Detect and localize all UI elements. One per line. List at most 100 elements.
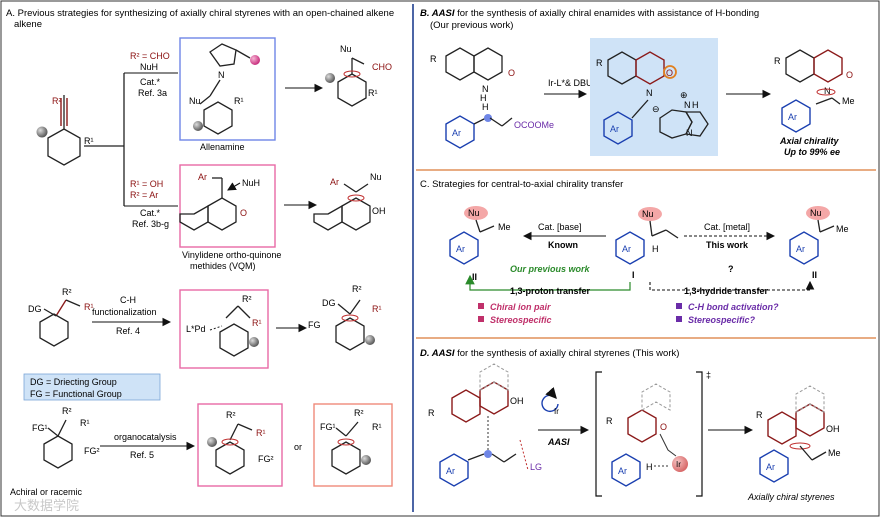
route1-product-cho: CHO [372,62,392,72]
b-ts-ar: Ar [610,124,619,134]
panel-d-title: D. AASI for the synthesis of axially chi… [420,348,679,359]
c-left-product: Nu Me Ar II [449,206,511,282]
b-carbonate-ococome: OCOOMe [514,120,554,130]
route2-cond1: R¹ = OH [130,179,163,189]
route1-product: Nu CHO R¹ [325,44,392,107]
d-product-oh: OH [826,424,840,434]
c-left-bullet-2: Stereospecific [490,315,552,325]
c-question: ? [728,264,734,274]
d-ts-dagger: ‡ [706,370,711,380]
b-ts-r: R [596,58,603,68]
legend-fg: FG = Functional Group [30,389,122,399]
c-right-ar: Ar [796,244,805,254]
allenamine-caption: Allenamine [200,142,245,152]
panel-c: C. Strategies for central-to-axial chira… [420,179,849,325]
c-left-label: II [472,272,477,282]
route3-r2: R² [62,287,72,297]
vqm-caption-2: methides (VQM) [190,261,256,271]
route1-cond1: R² = CHO [130,51,170,61]
b-ts-o: O [666,68,673,78]
b-conditions: Ir-L*& DBU [548,78,593,88]
d-substrate-r: R [428,408,435,418]
route1-product-r1: R¹ [368,88,378,98]
d-ts-ir: Ir [676,460,681,469]
allenamine-r1: R¹ [234,96,244,106]
route3-cond1: C-H [120,295,136,305]
b-result-1: Axial chirality [779,136,840,146]
c-right-nu: Nu [810,208,822,218]
d-substrate-lg: LG [530,462,542,472]
route2-cat: Cat.* [140,208,161,218]
pd-intermediate-box [179,289,269,369]
route4-p2-r1: R¹ [372,422,382,432]
route4-fg2: FG² [84,446,100,456]
b-ts-n: N [646,88,653,98]
c-right-bullet-1: C-H bond activation? [688,302,779,312]
b-substrate-n: N [482,84,489,94]
legend-box [23,373,161,401]
grey-ball-icon [365,335,375,345]
pd-intermediate: R² R¹ L*Pd [186,294,262,357]
b-ts-dbu-n1: N [684,100,691,110]
d-aasi-label: AASI [547,437,570,447]
route4-p1-r1: R¹ [256,428,266,438]
route4-fg1: FG¹ [32,423,48,433]
route4-product-2: FG¹ R² R¹ [320,408,382,475]
c-left-nu: Nu [468,208,480,218]
route4-substrate: FG¹ R² R¹ FG² [32,406,100,469]
quinolinone-substrate: R N H O [430,47,515,103]
allenamine-box [179,37,276,141]
panel-d: D. AASI for the synthesis of axially chi… [420,348,841,502]
route2-product-oh: OH [372,206,386,216]
route3-product-dg: DG [322,298,336,308]
route3-r1: R¹ [84,302,94,312]
d-product-r: R [756,410,763,420]
c-proton-transfer: 1,3-proton transfer [510,286,591,296]
d-substrate: R OH Ar LG [428,363,542,487]
route2-cond2: R² = Ar [130,190,158,200]
d-catalyst-ir: Ir [554,407,559,416]
route3-substrate: DG R² R¹ [28,287,94,347]
b-product-n: N [824,86,831,96]
allenamine-n: N [218,70,225,80]
c-left-me: Me [498,222,511,232]
c-center-h: H [652,244,659,254]
pd-r1: R¹ [252,318,262,328]
route4-p1-r2: R² [226,410,236,420]
c-center-nu: Nu [642,209,654,219]
allenamine-nu: Nu [189,96,201,106]
route4-p2-r2: R² [354,408,364,418]
d-product-ar: Ar [766,462,775,472]
panel-b: B. AASI for the synthesis of axially chi… [420,8,855,157]
start-r1: R¹ [84,136,94,146]
legend-dg: DG = Driecting Group [30,377,117,387]
route3-dg: DG [28,304,42,314]
c-left-bullet-1: Chiral ion pair [490,302,551,312]
starting-material: R² R¹ [36,95,94,166]
c-right-product: Nu Me Ar II [789,206,849,280]
grey-ball-icon [361,455,371,465]
d-ts-ar: Ar [618,466,627,476]
vqm-nuh: NuH [242,178,260,188]
grey-ball-icon [193,121,203,131]
c-cat-base: Cat. [base] [538,222,582,232]
d-catalyst: Ir [541,386,559,416]
route1-ref: Ref. 3a [138,88,167,98]
vqm-structure: Ar NuH O [179,172,260,231]
c-right-me: Me [836,224,849,234]
route4-cond: organocatalysis [114,432,177,442]
route2-product-ar: Ar [330,177,339,187]
route1-cond2: NuH [140,62,158,72]
d-ts-r: R [606,416,613,426]
b-substrate-h: H [480,93,487,103]
route3-product: DG R² R¹ FG [308,284,382,351]
b-product-r: R [774,56,781,66]
c-cat-metal: Cat. [metal] [704,222,750,232]
panel-b-title: B. AASI for the synthesis of axially chi… [420,8,759,19]
c-right-label: II [812,270,817,280]
b-ts-dbu-h: H [692,100,699,110]
route4-product-box-2 [313,403,393,487]
pd-r2: R² [242,294,252,304]
